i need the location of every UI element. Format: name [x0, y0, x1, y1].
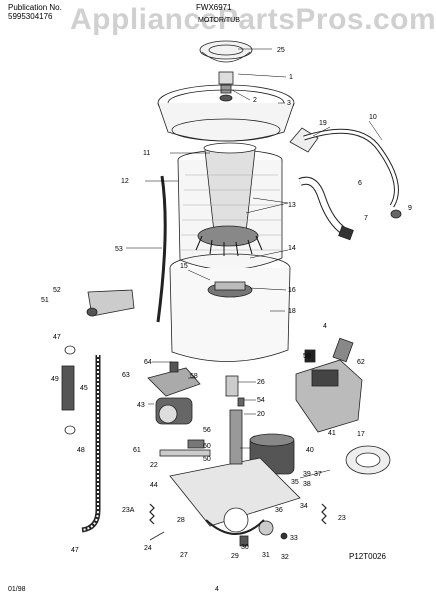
callout-18: 18 — [288, 308, 296, 315]
callout-11: 11 — [143, 150, 150, 157]
page-number: 4 — [215, 586, 219, 593]
bearing-fitting-part — [225, 375, 239, 397]
motor-mount-plate-part — [169, 409, 301, 535]
watermark: AppliancePartsPros.com — [70, 3, 436, 36]
snubber-ring-part — [345, 445, 391, 475]
footer-date: 01/98 — [8, 586, 26, 593]
publication-label: Publication No. — [8, 3, 62, 12]
callout-23: 23 — [338, 515, 346, 522]
callout-15: 15 — [180, 263, 188, 270]
callout-14: 14 — [288, 245, 296, 252]
callout-59: 59 — [303, 353, 311, 360]
callout-3: 3 — [287, 100, 291, 107]
callout-47-bottom: 47 — [71, 547, 79, 554]
publication-number: 5995304176 — [8, 12, 53, 21]
actuator-part — [147, 361, 201, 397]
callout-63: 63 — [122, 372, 130, 379]
callout-61: 61 — [133, 447, 141, 454]
callout-35: 35 — [291, 479, 299, 486]
drain-hose-part — [298, 176, 402, 241]
mounting-bracket-part — [86, 289, 135, 317]
callout-19: 19 — [319, 120, 327, 127]
spin-basket-part — [177, 142, 283, 270]
pressure-hose-part — [61, 345, 101, 533]
pump-part — [155, 397, 193, 425]
callout-33: 33 — [290, 535, 298, 542]
tension-spring-part — [149, 503, 327, 541]
callout-36: 36 — [275, 507, 283, 514]
callout-34: 34 — [300, 503, 308, 510]
callout-43: 43 — [137, 402, 145, 409]
callout-25: 25 — [277, 47, 285, 54]
water-valve-part — [295, 349, 363, 433]
callout-27: 27 — [180, 552, 188, 559]
callout-4: 4 — [323, 323, 327, 330]
callout-37: 37 — [314, 471, 322, 478]
callout-29: 29 — [231, 553, 239, 560]
callout-53: 53 — [115, 246, 123, 253]
agitator-fitting-part — [218, 71, 234, 102]
callout-44: 44 — [150, 482, 158, 489]
callout-13: 13 — [288, 202, 296, 209]
callout-17: 17 — [357, 431, 365, 438]
callout-20: 20 — [257, 411, 265, 418]
callout-22: 22 — [150, 462, 158, 469]
callout-41: 41 — [328, 430, 336, 437]
washer-part — [237, 397, 245, 407]
callout-45: 45 — [80, 385, 88, 392]
callout-52: 52 — [53, 287, 61, 294]
callout-16: 16 — [288, 287, 296, 294]
callout-39: 39 — [303, 471, 311, 478]
pulley-part — [239, 520, 288, 547]
callout-62: 62 — [357, 359, 365, 366]
diagram-code: P12T0026 — [349, 552, 386, 561]
connector-part — [332, 337, 354, 363]
callout-1: 1 — [289, 74, 293, 81]
callout-64: 64 — [144, 359, 152, 366]
section-title: MOTOR/TUB — [198, 17, 240, 24]
callout-28: 28 — [177, 517, 185, 524]
callout-12: 12 — [121, 178, 129, 185]
callout-54: 54 — [257, 397, 265, 404]
fill-hose-part — [289, 127, 399, 208]
callout-40: 40 — [306, 447, 314, 454]
callout-47-top: 47 — [53, 334, 61, 341]
callout-58: 58 — [190, 373, 198, 380]
callout-10: 10 — [369, 114, 377, 121]
callout-2: 2 — [253, 97, 257, 104]
lid-switch-part — [159, 439, 211, 457]
model-number: FWX6971 — [196, 3, 232, 12]
callout-30: 30 — [241, 544, 249, 551]
tub-ring-part — [157, 84, 295, 142]
callout-50: 50 — [203, 456, 211, 463]
callout-6: 6 — [358, 180, 362, 187]
callout-31: 31 — [262, 552, 270, 559]
callout-9: 9 — [408, 205, 412, 212]
outer-tub-part — [169, 253, 291, 362]
callout-60: 60 — [203, 443, 211, 450]
agitator-cap-part — [199, 40, 253, 63]
callout-32: 32 — [281, 554, 289, 561]
callout-49: 49 — [51, 376, 59, 383]
callout-56: 56 — [203, 427, 211, 434]
callout-51: 51 — [41, 297, 49, 304]
callout-26: 26 — [257, 379, 265, 386]
callout-24: 24 — [144, 545, 152, 552]
callout-48: 48 — [77, 447, 85, 454]
callout-7: 7 — [364, 215, 368, 222]
callout-38: 38 — [303, 481, 311, 488]
callout-23a: 23A — [122, 507, 135, 514]
suspension-rod-part — [156, 175, 167, 323]
